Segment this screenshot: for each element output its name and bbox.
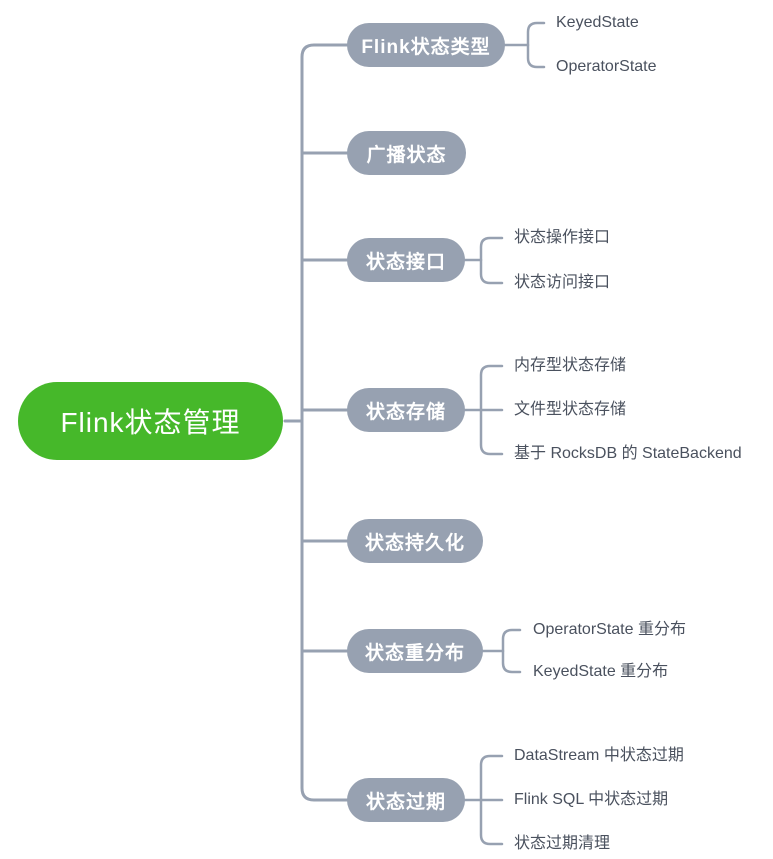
child-topic[interactable]: 状态操作接口 [514,229,611,246]
child-topic[interactable]: KeyedState 重分布 [533,663,669,680]
bracket-line [501,628,522,674]
child-topic[interactable]: KeyedState [556,14,639,31]
branch-topic-4[interactable]: 状态持久化 [347,519,483,563]
bracket-line [479,236,504,285]
branch-topic-2[interactable]: 状态接口 [347,238,465,282]
child-topic[interactable]: 文件型状态存储 [514,401,627,418]
child-topic[interactable]: OperatorState 重分布 [533,621,686,638]
branch-topic-6[interactable]: 状态过期 [347,778,465,822]
branch-topic-0[interactable]: Flink状态类型 [347,23,505,67]
child-topic[interactable]: 状态过期清理 [514,835,611,852]
trunk-line [300,43,349,802]
child-topic[interactable]: DataStream 中状态过期 [514,747,684,764]
child-topic[interactable]: OperatorState [556,58,657,75]
child-topic[interactable]: Flink SQL 中状态过期 [514,791,669,808]
root-topic[interactable]: Flink状态管理 [18,382,283,460]
branch-topic-5[interactable]: 状态重分布 [347,629,483,673]
child-topic[interactable]: 内存型状态存储 [514,357,627,374]
child-topic[interactable]: 状态访问接口 [514,274,611,291]
bracket-line [526,21,546,69]
child-topic[interactable]: 基于 RocksDB 的 StateBackend [514,445,742,462]
branch-topic-3[interactable]: 状态存储 [347,388,465,432]
branch-topic-1[interactable]: 广播状态 [347,131,466,175]
